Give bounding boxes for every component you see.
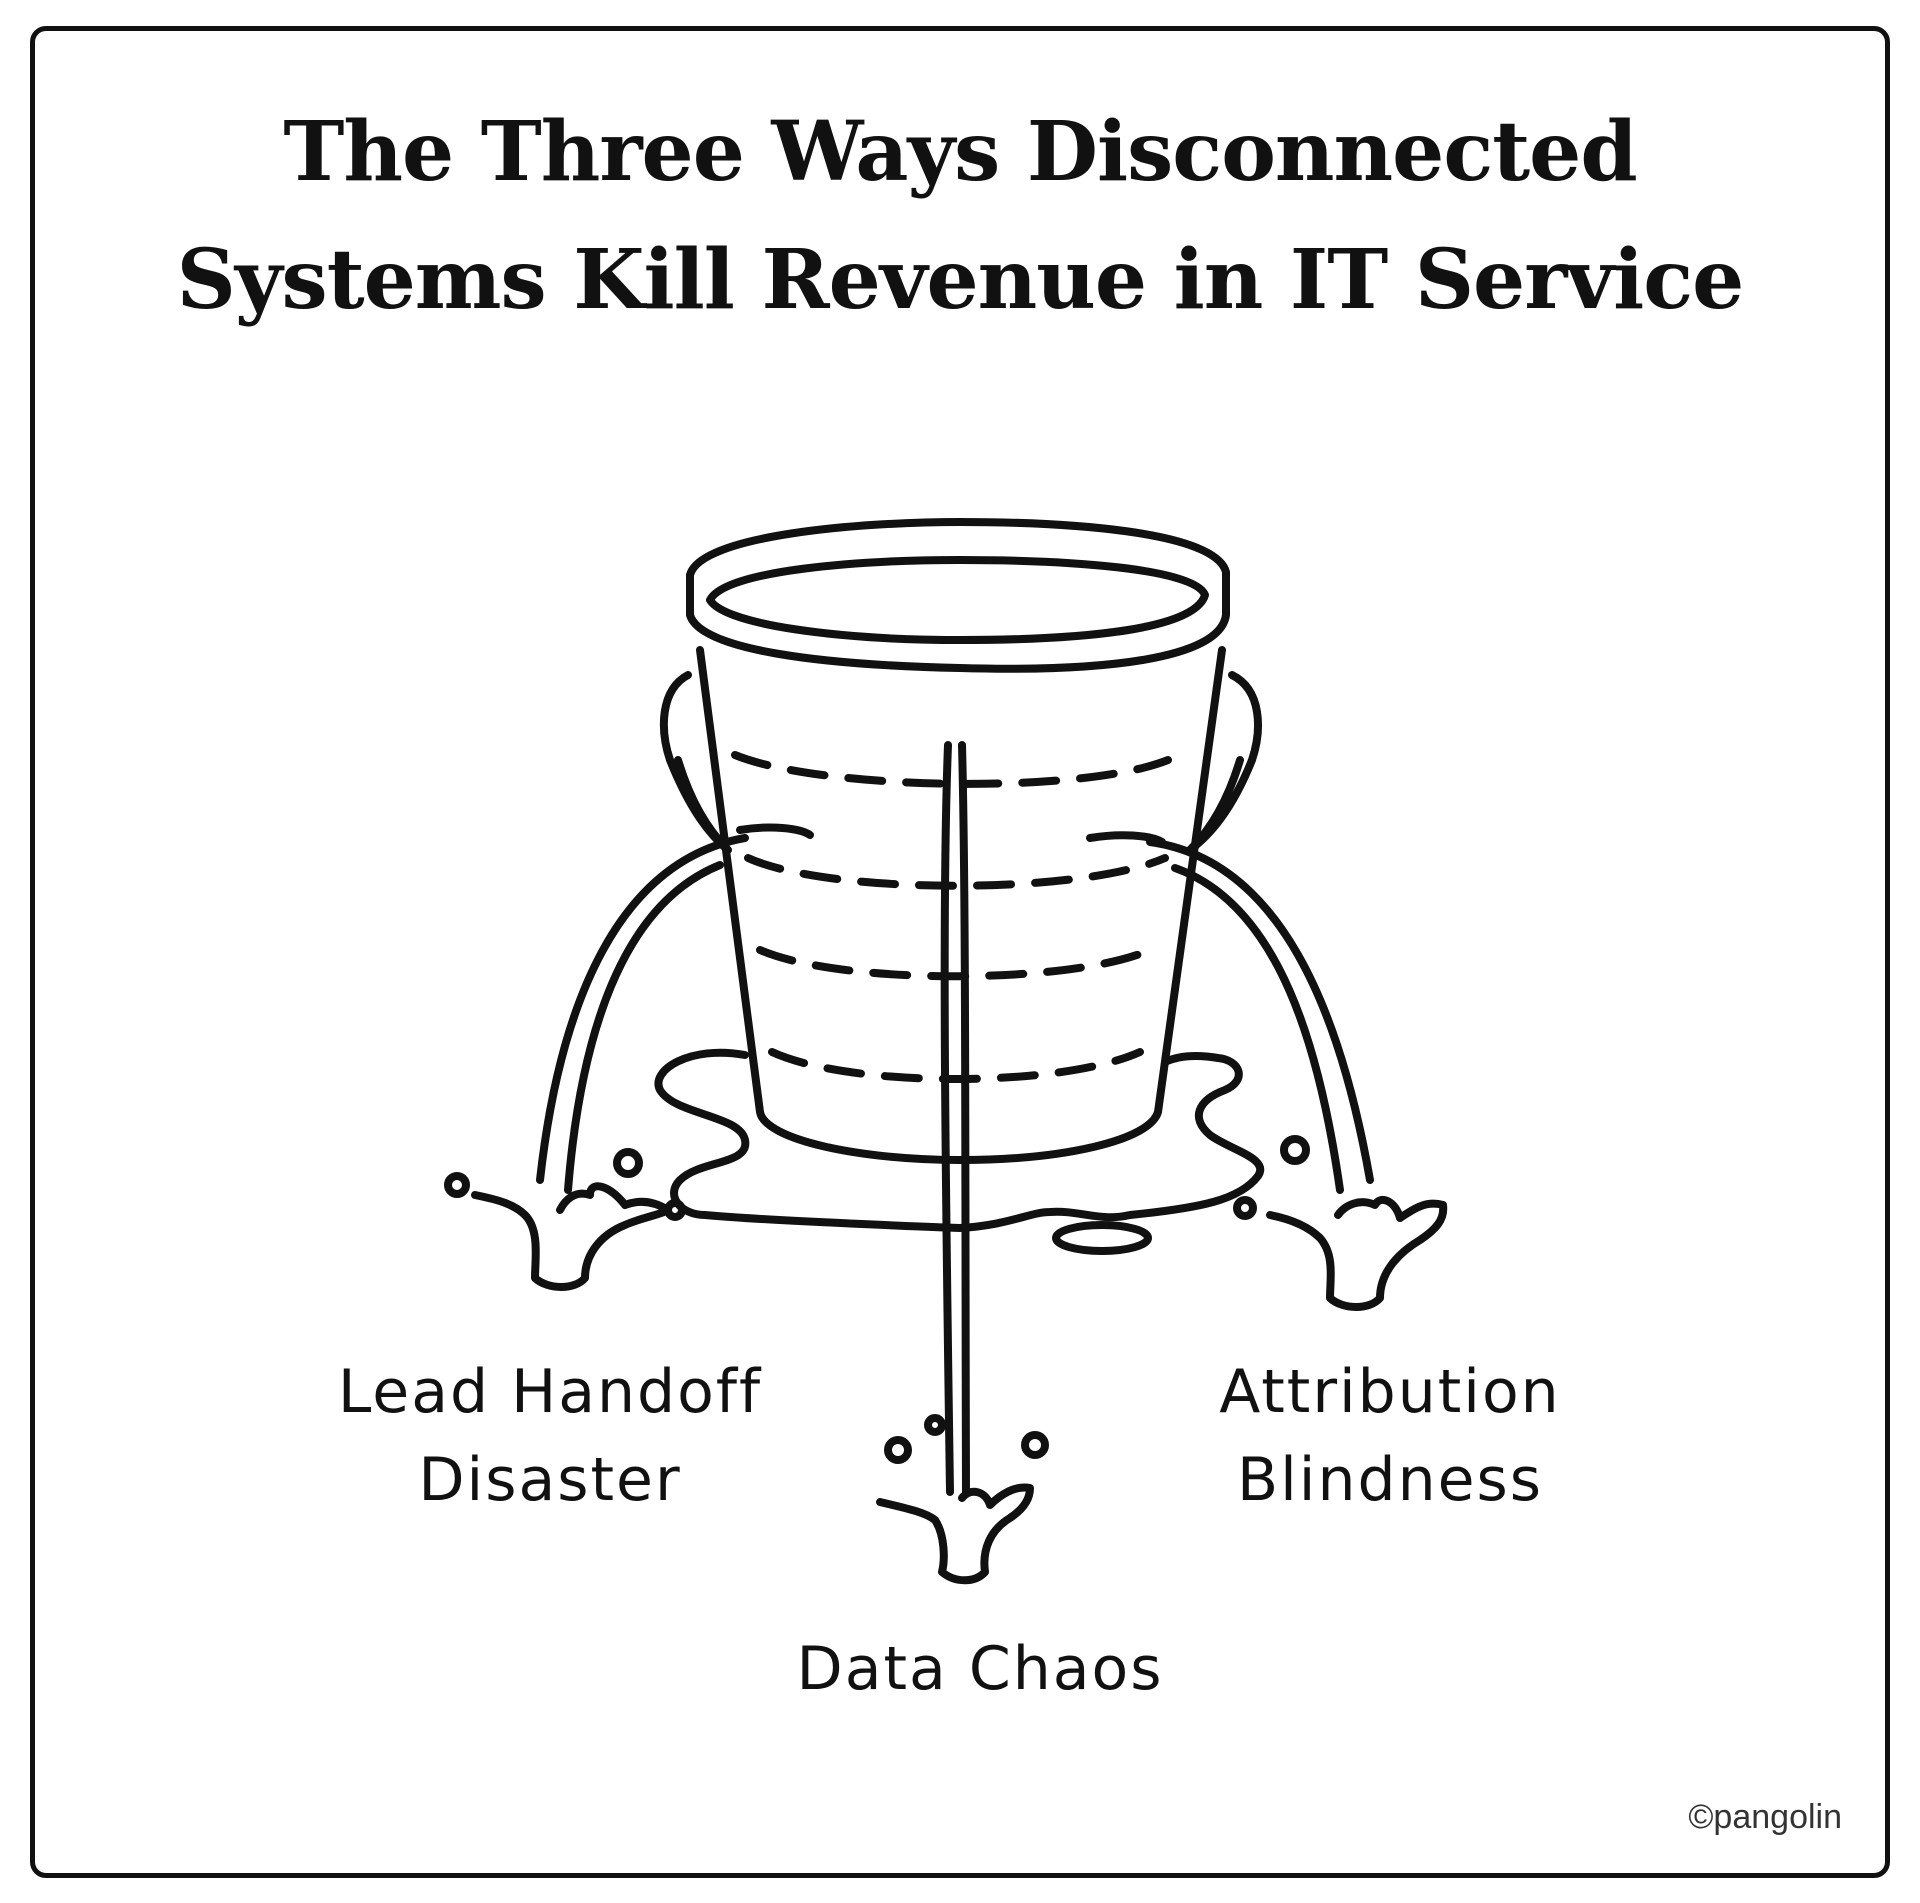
splash-left <box>471 1182 672 1291</box>
splash-right <box>1266 1195 1448 1311</box>
leak-stream-center-right <box>958 741 970 1496</box>
splash-center <box>876 1483 1034 1585</box>
credit-text: ©pangolin <box>1688 1798 1842 1836</box>
leak-label-attribution: Attribution Blindness <box>1150 1348 1630 1524</box>
puddle-drop <box>1052 1221 1152 1255</box>
splash-drop-left-2 <box>613 1148 643 1178</box>
bucket-band-3 <box>756 946 1154 981</box>
page-title: The Three Ways Disconnected Systems Kill… <box>60 88 1860 344</box>
leak-stream-right-inner <box>1171 864 1344 1194</box>
splash-drop-left-3 <box>664 1199 686 1221</box>
handle-right <box>1186 671 1262 854</box>
splash-drop-left-1 <box>444 1172 470 1198</box>
leak-label-line: Data Chaos <box>796 1634 1164 1704</box>
leak-stream-left-inner <box>564 861 724 1194</box>
splash-drop-right-1 <box>1280 1135 1310 1165</box>
bucket-band-2 <box>744 854 1169 890</box>
leak-label-data-chaos: Data Chaos <box>720 1625 1240 1713</box>
leak-stream-right-outer <box>1146 838 1374 1184</box>
leak-label-line: Attribution <box>1219 1357 1561 1427</box>
splash-drop-center-3 <box>924 1414 946 1436</box>
puddle-outline <box>654 1048 1265 1232</box>
leak-spout-left <box>736 823 814 839</box>
leak-stream-center-left <box>940 741 954 1496</box>
handle-left <box>659 671 732 854</box>
leak-label-line: Disaster <box>418 1445 682 1515</box>
bucket-band-1 <box>731 751 1172 788</box>
splash-drop-center-2 <box>1021 1431 1049 1459</box>
leak-label-lead-handoff: Lead Handoff Disaster <box>290 1348 810 1524</box>
splash-drop-right-2 <box>1233 1196 1257 1220</box>
bucket-rim-outer <box>686 518 1230 673</box>
leak-label-line: Blindness <box>1236 1445 1544 1515</box>
leak-label-line: Lead Handoff <box>337 1357 763 1427</box>
splash-drop-center-1 <box>884 1436 912 1464</box>
title-line-2: Systems Kill Revenue in IT Service <box>176 232 1745 328</box>
title-line-1: The Three Ways Disconnected <box>283 104 1637 200</box>
bucket-rim-inner <box>706 556 1209 644</box>
border-frame <box>30 26 1890 1878</box>
bucket-band-4 <box>768 1048 1144 1083</box>
leak-stream-left-outer <box>536 834 749 1184</box>
bucket-body <box>696 646 1226 1164</box>
leak-spout-right <box>1086 831 1166 846</box>
